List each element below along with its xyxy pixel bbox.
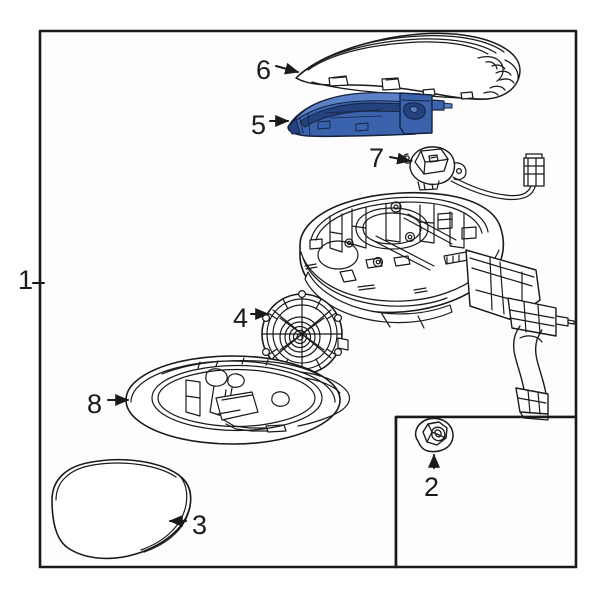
mirror-housing-base-assembly xyxy=(299,191,575,421)
callout-label-1[interactable]: 1 xyxy=(18,265,33,295)
callout-leaders xyxy=(32,62,440,527)
callout-label-2[interactable]: 2 xyxy=(424,472,439,502)
hardware-inset-frame-border xyxy=(394,415,578,569)
leader-6 xyxy=(275,62,300,75)
part-5-turn-signal-lamp xyxy=(287,92,453,138)
callout-label-3[interactable]: 3 xyxy=(192,510,207,540)
callout-label-5[interactable]: 5 xyxy=(251,110,266,140)
callout-label-7[interactable]: 7 xyxy=(369,143,384,173)
callout-label-4[interactable]: 4 xyxy=(233,303,248,333)
callout-label-8[interactable]: 8 xyxy=(87,389,102,419)
callout-label-6[interactable]: 6 xyxy=(256,55,271,85)
part-2-flange-nut xyxy=(414,417,454,453)
part-8-mirror-back-cover xyxy=(125,355,351,445)
part-3-mirror-glass xyxy=(51,458,192,560)
leader-7 xyxy=(389,152,412,165)
